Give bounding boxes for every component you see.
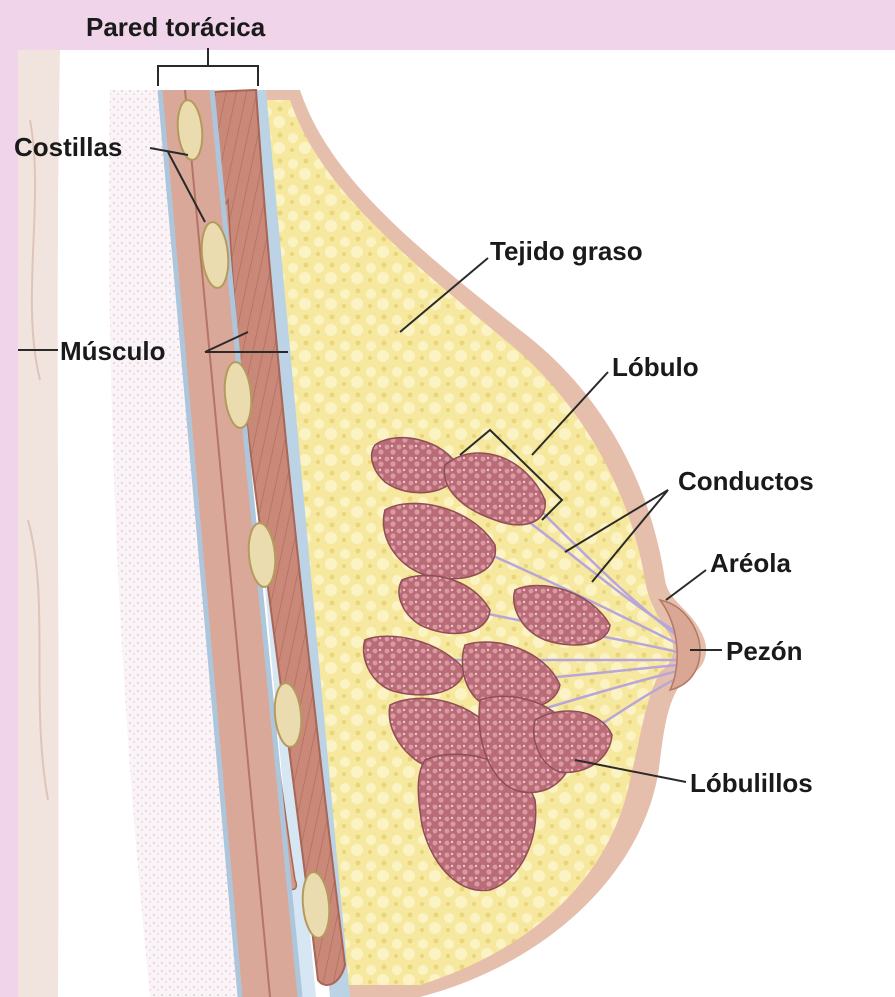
label-lobe: Lóbulo xyxy=(612,354,699,380)
label-muscle: Músculo xyxy=(60,338,165,364)
label-lobules: Lóbulillos xyxy=(690,770,813,796)
label-chest-wall: Pared torácica xyxy=(86,14,265,40)
label-ducts: Conductos xyxy=(678,468,814,494)
label-fatty-tissue: Tejido graso xyxy=(490,238,643,264)
background-skin xyxy=(18,50,60,997)
label-areola: Aréola xyxy=(710,550,791,576)
label-ribs: Costillas xyxy=(14,134,122,160)
label-nipple: Pezón xyxy=(726,638,803,664)
